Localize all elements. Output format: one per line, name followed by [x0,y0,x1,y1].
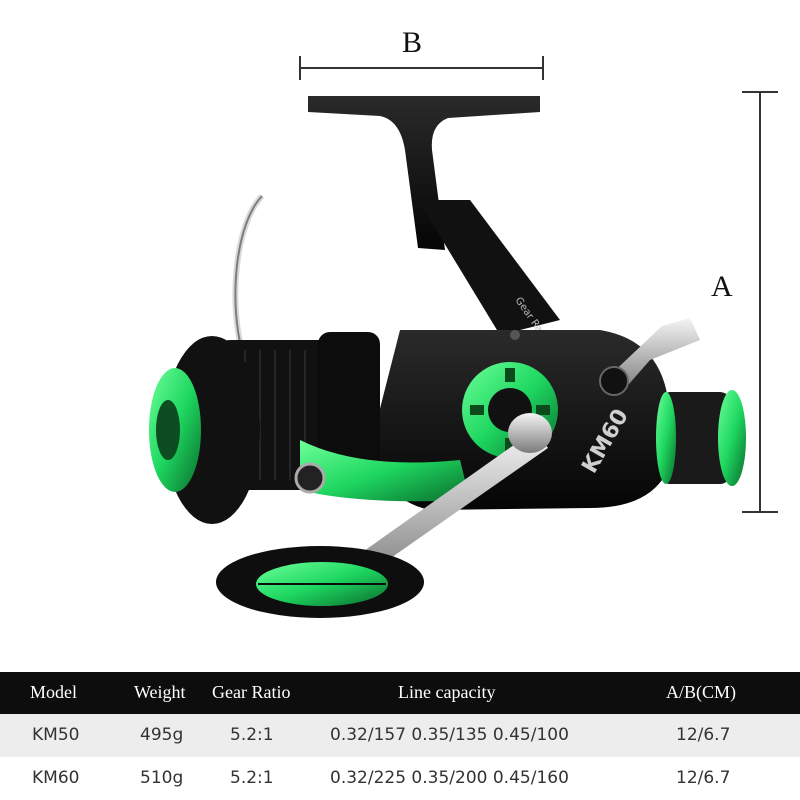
cell-model: KM60 [32,768,80,788]
dimension-line-b [299,56,544,80]
fishing-reel-illustration: Gear Ratio 5.2:1 [149,56,778,618]
drag-lever [605,318,700,392]
reel-handle [216,413,552,618]
rotor-arm [300,440,470,502]
header-weight: Weight [134,682,186,702]
spec-table: Model Weight Gear Ratio Line capacity A/… [0,672,800,800]
table-row: KM50 495g 5.2:1 0.32/157 0.35/135 0.45/1… [0,714,800,757]
cell-line-capacity: 0.32/225 0.35/200 0.45/160 [330,768,569,788]
cell-model: KM50 [32,725,80,745]
rear-drag-knob [656,390,746,486]
header-dimensions: A/B(CM) [666,682,737,702]
cell-dimensions: 12/6.7 [676,768,731,788]
table-row: KM60 510g 5.2:1 0.32/225 0.35/200 0.45/1… [0,757,800,800]
header-model: Model [30,682,77,702]
cell-dimensions: 12/6.7 [676,725,731,745]
reel-foot: Gear Ratio 5.2:1 [308,96,568,369]
header-line-capacity: Line capacity [398,682,496,702]
dimension-line-a [742,91,778,513]
cell-weight: 495g [140,725,184,745]
cell-line-capacity: 0.32/157 0.35/135 0.45/100 [330,725,569,745]
dimension-label-b: B [402,26,423,59]
cell-weight: 510g [140,768,184,788]
header-gear-ratio: Gear Ratio [212,682,291,702]
product-figure: Gear Ratio 5.2:1 [149,26,778,618]
table-header-row: Model Weight Gear Ratio Line capacity A/… [0,672,800,714]
cell-gear-ratio: 5.2:1 [230,768,274,788]
dimension-label-a: A [711,270,733,303]
cell-gear-ratio: 5.2:1 [230,725,274,745]
